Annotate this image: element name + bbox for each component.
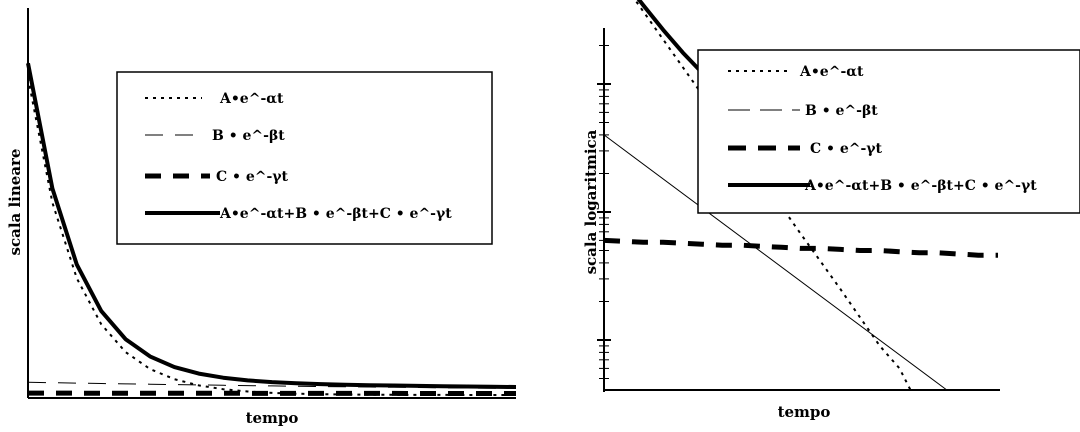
log-legend-label-b: B • e^-βt	[805, 103, 878, 119]
log-y-axis-label: scala logaritmica	[582, 129, 600, 274]
linear-y-axis-label: scala lineare	[6, 149, 24, 256]
log-legend-label-a: A•e^-αt	[799, 64, 864, 80]
linear-legend: A•e^-αt B • e^-βt C • e^-γt A•e^-αt+B • …	[116, 71, 493, 245]
linear-legend-label-b: B • e^-βt	[212, 128, 285, 144]
linear-series-line-0	[27, 77, 516, 396]
linear-legend-label-a: A•e^-αt	[219, 91, 284, 107]
log-legend-label-sum: A•e^-αt+B • e^-βt+C • e^-γt	[804, 178, 1037, 194]
linear-x-axis-label: tempo	[246, 409, 299, 427]
linear-legend-label-sum: A•e^-αt+B • e^-βt+C • e^-γt	[219, 206, 452, 222]
linear-legend-label-c: C • e^-γt	[216, 169, 289, 185]
chart-linear: scala lineare tempo A•e^-αt B • e^-βt C …	[6, 8, 517, 427]
linear-series-line-3	[26, 62, 517, 389]
log-x-axis-label: tempo	[778, 403, 831, 421]
chart-log: scala logaritmica tempo A•e^-αt B • e^-β…	[582, 0, 1080, 421]
log-series-line-2	[603, 237, 998, 258]
linear-legend-box	[116, 71, 493, 245]
log-legend: A•e^-αt B • e^-βt C • e^-γt A•e^-αt+B • …	[697, 49, 1080, 214]
log-y-ticks	[597, 45, 611, 379]
log-legend-box	[697, 49, 1080, 214]
log-series-line-1	[603, 134, 948, 391]
linear-series-layer	[26, 62, 517, 396]
log-legend-label-c: C • e^-γt	[810, 141, 883, 157]
